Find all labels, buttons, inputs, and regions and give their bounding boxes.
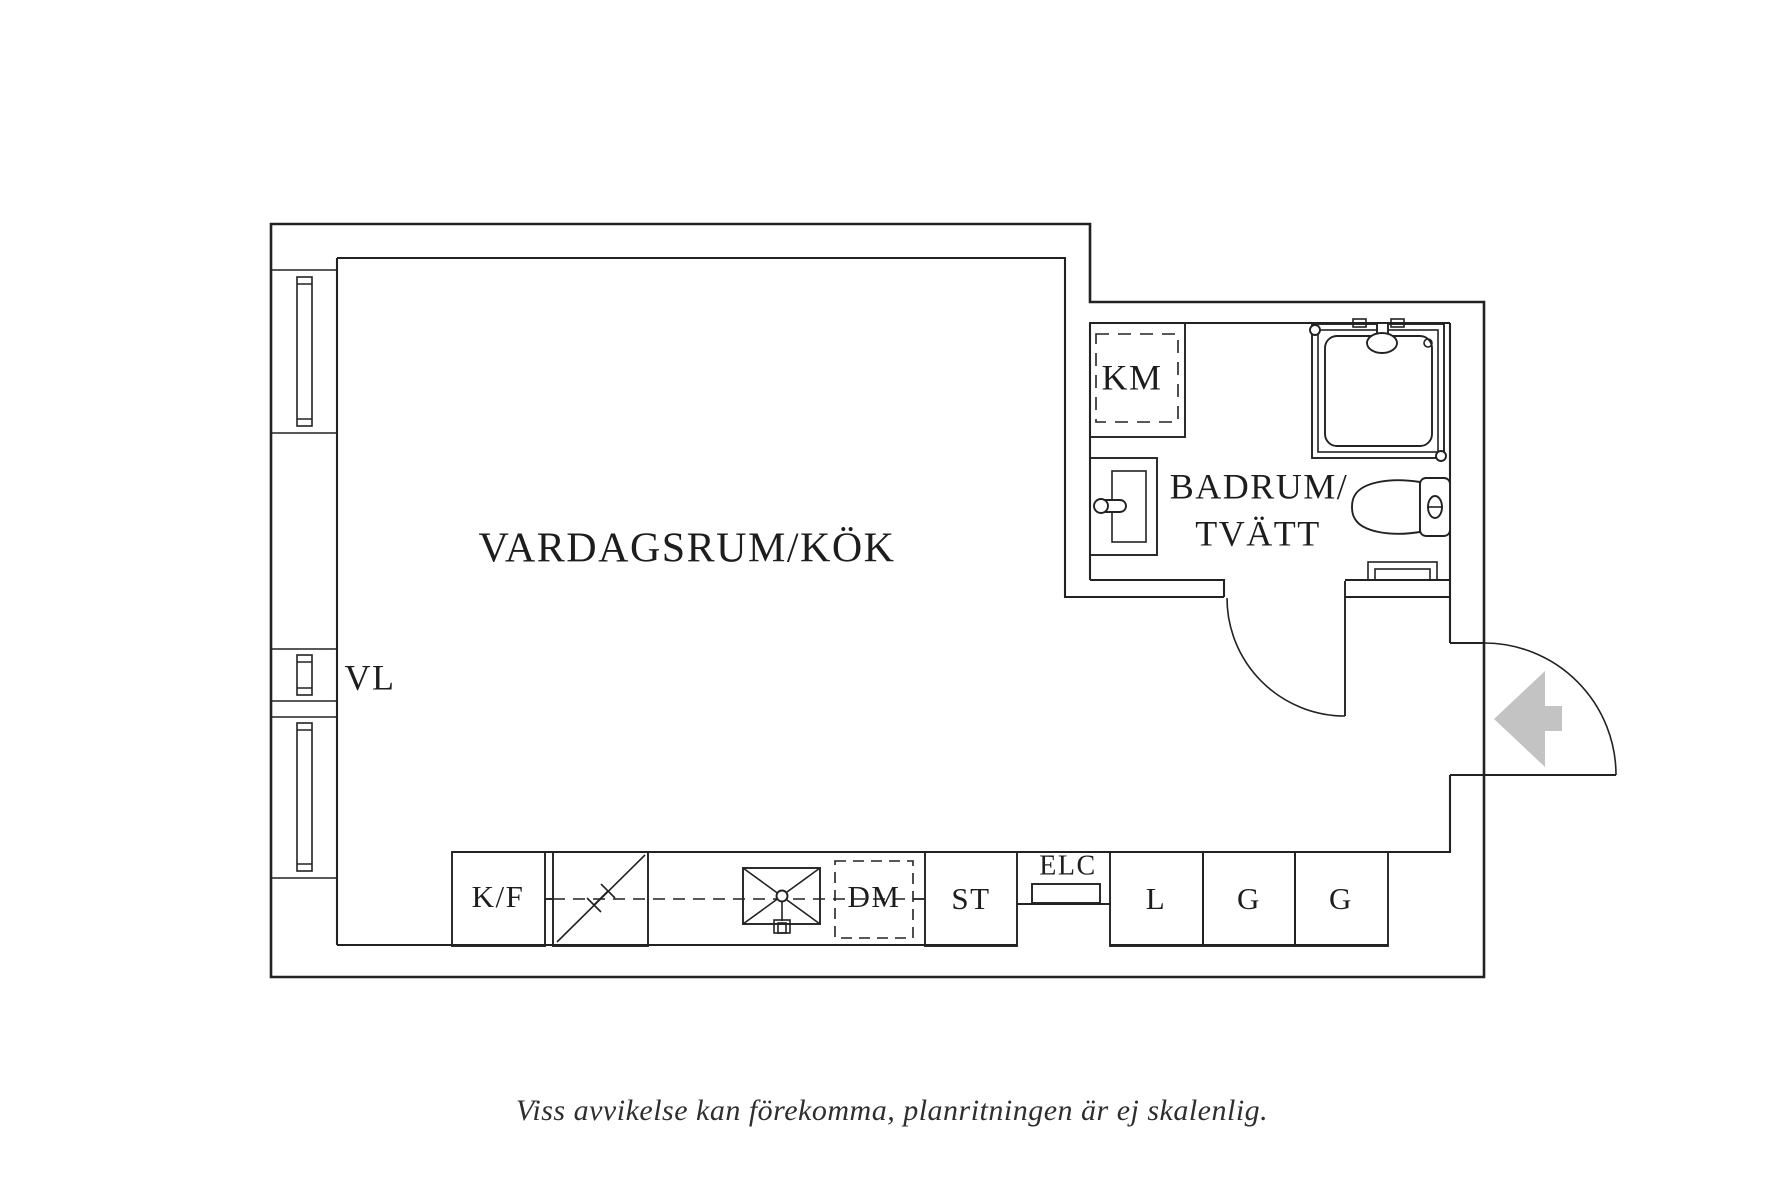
wardrobe-box-2 (1294, 851, 1389, 947)
shower-head-icon (1366, 332, 1398, 354)
cleaning-cabinet-label: ST (951, 881, 990, 916)
wardrobe2-label: G (1329, 881, 1353, 916)
window-bottom (296, 722, 313, 872)
window-top (296, 276, 313, 427)
bathroom-door (1226, 581, 1346, 717)
toilet (1351, 477, 1451, 537)
footer-disclaimer: Viss avvikelse kan förekomma, planritnin… (516, 1094, 1268, 1127)
vl-label: VL (345, 657, 396, 697)
kitchen-row (451, 851, 1389, 947)
electrical-niche (1017, 883, 1110, 905)
electrical-cabinet-label: ELC (1039, 850, 1096, 881)
linen-cabinet-label: L (1146, 881, 1166, 916)
window-section-lines (271, 269, 337, 879)
counter-break-mark (586, 883, 616, 913)
washing-machine-box (1089, 322, 1186, 438)
shower (1309, 318, 1447, 462)
bathroom-label-line2: TVÄTT (1195, 513, 1320, 553)
washing-machine-label: KM (1101, 357, 1162, 397)
fridge-freezer-label: K/F (472, 879, 525, 914)
bathroom-label-line1: BADRUM/ (1170, 466, 1349, 506)
bathroom-threshold (1367, 561, 1438, 581)
window-middle (296, 654, 313, 696)
outer-wall (269, 222, 1486, 979)
dishwasher-label: DM (848, 879, 901, 914)
entry-arrow-icon (1494, 671, 1562, 767)
wardrobe1-label: G (1237, 881, 1261, 916)
sink-symbol (742, 867, 821, 934)
living-kitchen-label: VARDAGSRUM/KÖK (479, 526, 896, 572)
cleaning-cabinet-box (924, 851, 1018, 947)
bathroom-sink (1089, 457, 1158, 556)
entry-door (1483, 642, 1617, 776)
